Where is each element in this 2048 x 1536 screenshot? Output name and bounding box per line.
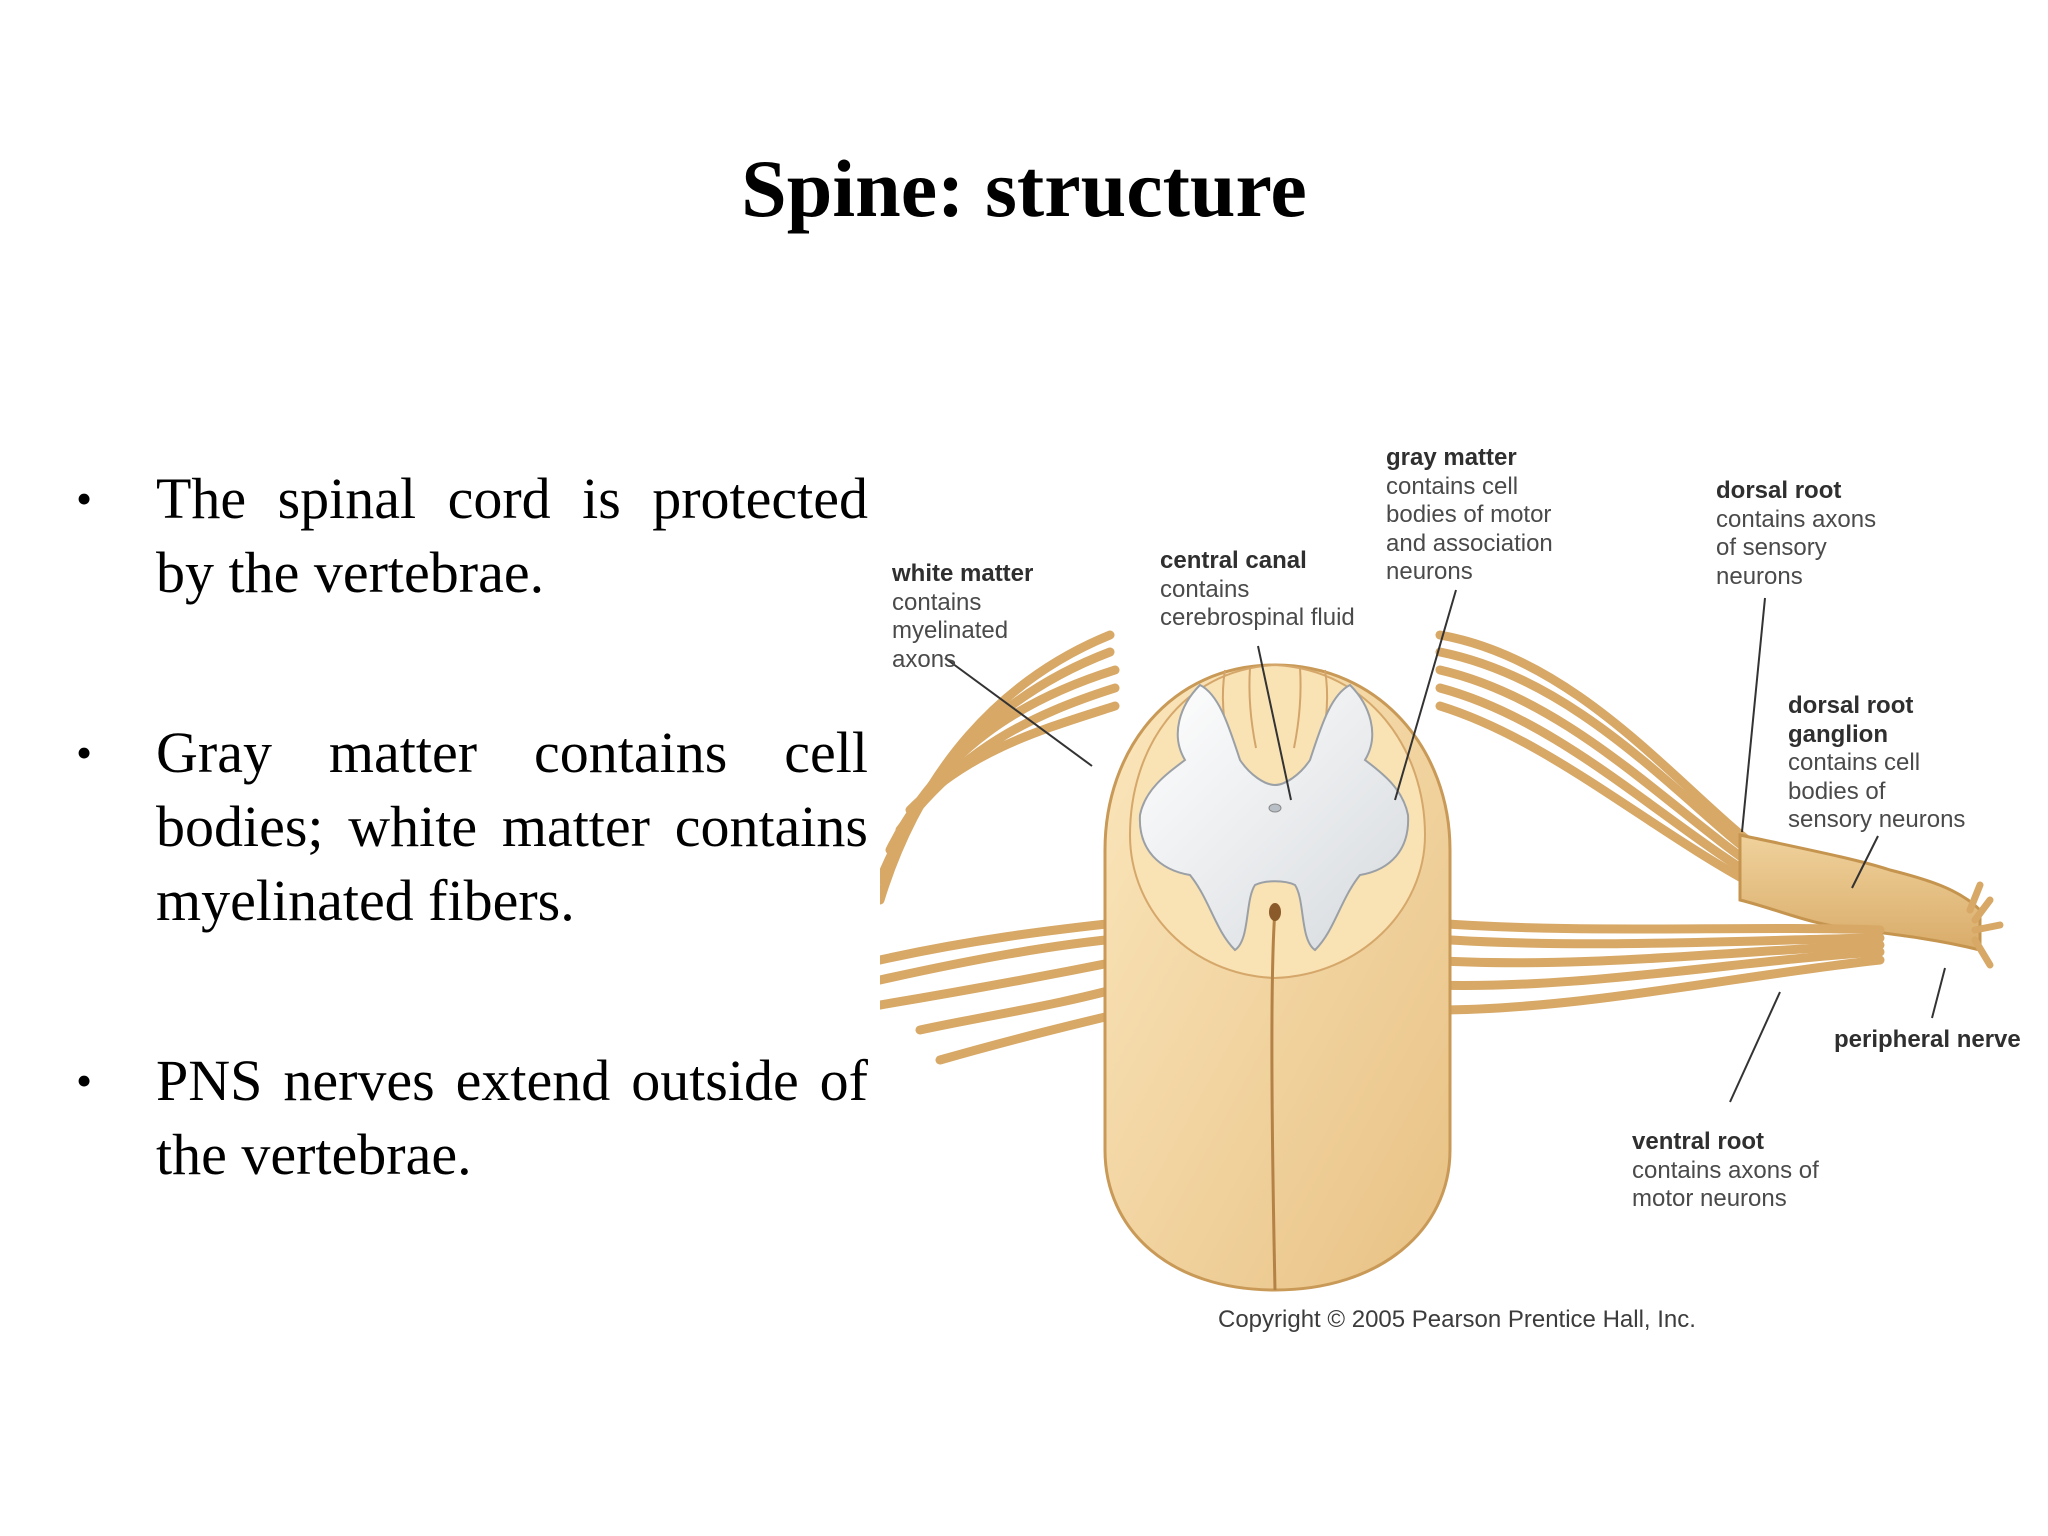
label-dorsal-root-heading: dorsal root [1716, 477, 1842, 504]
peripheral-nerve-branches [1966, 881, 2004, 969]
central-canal [1268, 803, 1282, 813]
label-white-matter-heading: white matter [892, 560, 1034, 587]
bullet-text: Gray matter contains cell bodies; white … [156, 720, 868, 933]
label-peripheral-nerve: peripheral nerve [1834, 1026, 2021, 1055]
label-central-canal-text: contains cerebrospinal fluid [1160, 575, 1355, 632]
bullet-text: The spinal cord is protected by the vert… [156, 466, 868, 605]
right-ventral-root [1415, 917, 1885, 1015]
label-central-canal-heading: central canal [1160, 547, 1307, 574]
label-gray-matter-text: contains cell bodies of motor and associ… [1386, 472, 1553, 586]
bullet-icon: • [76, 1055, 93, 1106]
bullet-list: • The spinal cord is protected by the ve… [76, 462, 868, 1192]
label-ventral-root-text: contains axons of motor neurons [1632, 1156, 1819, 1213]
label-dorsal-root-text: contains axons of sensory neurons [1716, 505, 1877, 590]
gray-matter-butterfly [1138, 683, 1410, 952]
left-ventral-root [880, 917, 1140, 1065]
bullet-icon: • [76, 727, 93, 778]
leader-lines [944, 589, 1946, 1103]
label-white-matter: white matter contains myelinated axons [892, 560, 1033, 674]
label-central-canal: central canal contains cerebrospinal flu… [1160, 547, 1355, 633]
bullet-text: PNS nerves extend outside of the vertebr… [156, 1048, 868, 1187]
slide-title: Spine: structure [741, 143, 1307, 234]
bullet-item: • Gray matter contains cell bodies; whit… [76, 716, 868, 938]
label-gray-matter-heading: gray matter [1386, 444, 1517, 471]
bullet-icon: • [76, 473, 93, 524]
label-ventral-root: ventral root contains axons of motor neu… [1632, 1128, 1819, 1214]
bullet-item: • The spinal cord is protected by the ve… [76, 462, 868, 610]
spinal-cord-figure: white matter contains myelinated axons c… [880, 430, 2040, 1350]
label-dorsal-root-ganglion: dorsal root ganglion contains cell bodie… [1788, 692, 1965, 835]
label-peripheral-nerve-heading: peripheral nerve [1834, 1026, 2021, 1053]
label-ventral-root-heading: ventral root [1632, 1128, 1765, 1155]
label-dorsal-root: dorsal root contains axons of sensory ne… [1716, 477, 1876, 591]
bullet-item: • PNS nerves extend outside of the verte… [76, 1044, 868, 1192]
label-dorsal-root-ganglion-heading: dorsal root ganglion [1788, 692, 1914, 748]
right-dorsal-root [1435, 630, 1765, 893]
ventral-median-fissure [1270, 909, 1277, 1291]
fissure-top [1269, 903, 1281, 921]
copyright-notice: Copyright © 2005 Pearson Prentice Hall, … [1218, 1306, 1696, 1333]
label-dorsal-root-ganglion-text: contains cell bodies of sensory neurons [1788, 749, 1966, 833]
left-dorsal-root [880, 630, 1120, 905]
label-white-matter-text: contains myelinated axons [892, 588, 1009, 673]
label-gray-matter: gray matter contains cell bodies of moto… [1386, 444, 1553, 587]
spinal-cord-illustration [880, 589, 2004, 1292]
